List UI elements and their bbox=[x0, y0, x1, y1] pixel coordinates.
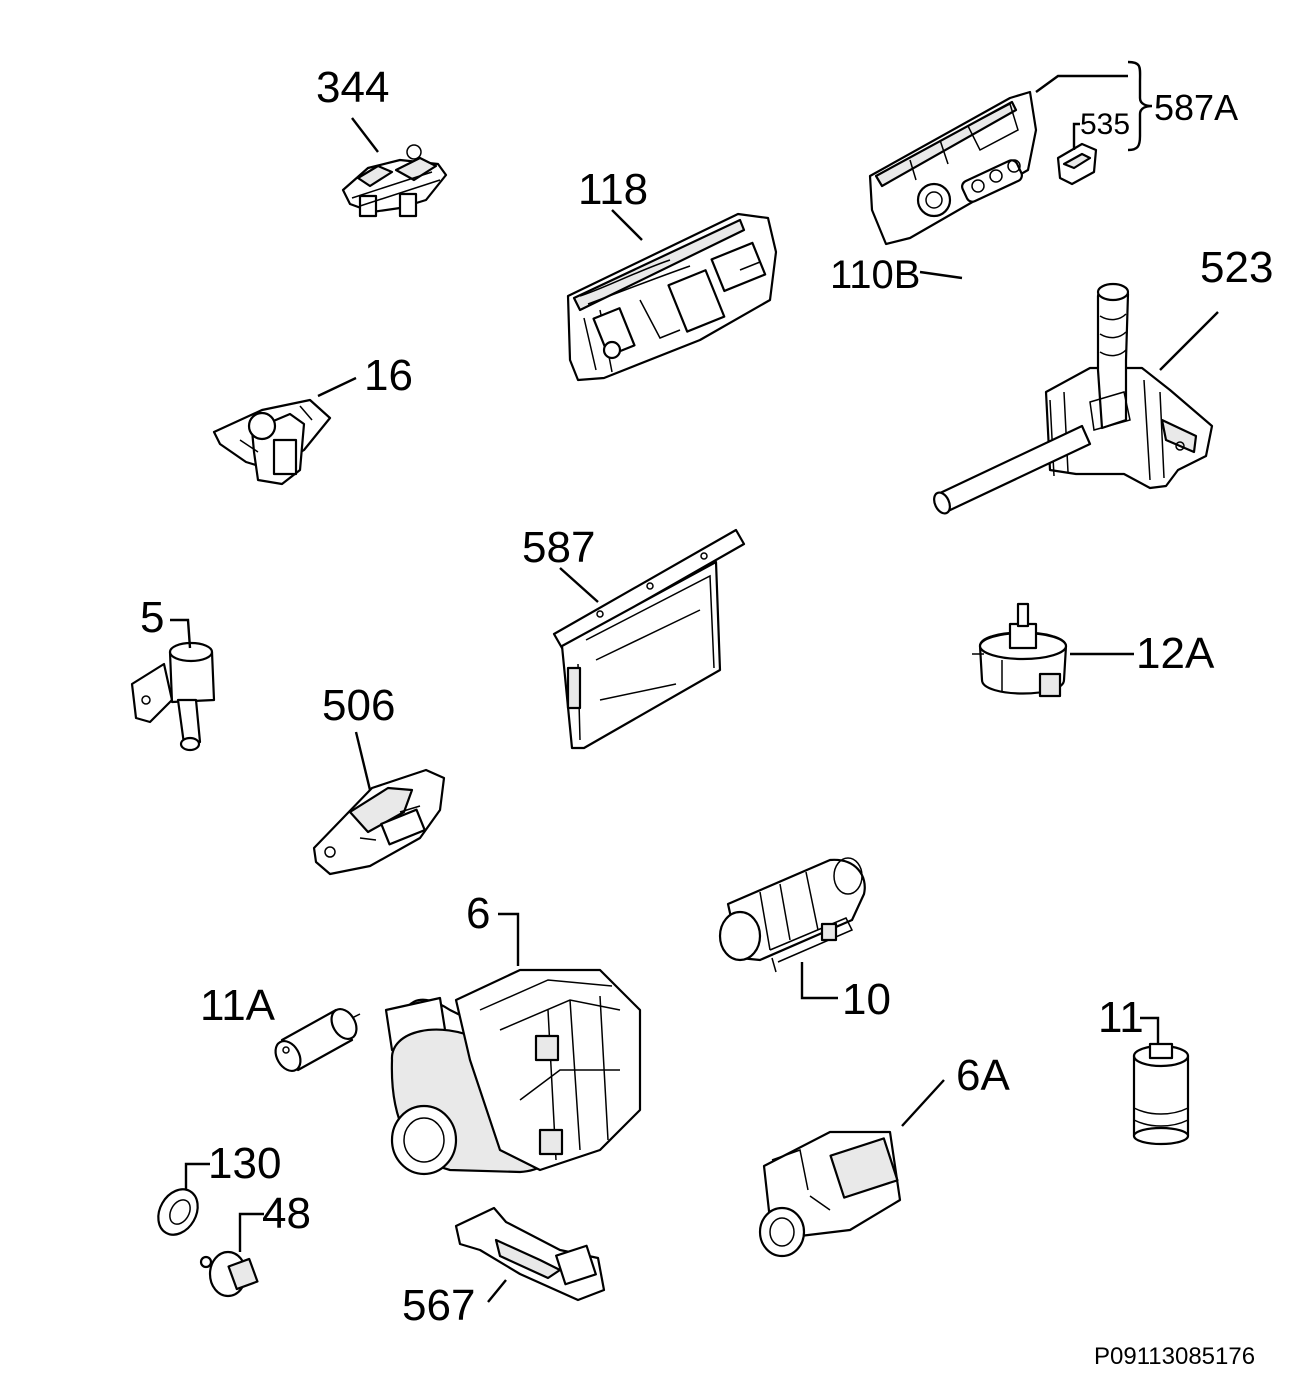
leader-523 bbox=[1159, 311, 1219, 371]
leader-567 bbox=[487, 1279, 507, 1303]
part-6-motor-pump[interactable] bbox=[384, 968, 642, 1176]
label-11A: 11A bbox=[200, 981, 276, 1030]
label-10: 10 bbox=[842, 975, 891, 1024]
part-130-seal[interactable] bbox=[150, 1182, 205, 1242]
label-587: 587 bbox=[522, 523, 595, 572]
part-523-housing[interactable] bbox=[1044, 282, 1214, 490]
leader-535 bbox=[1072, 122, 1080, 150]
part-118[interactable] bbox=[566, 212, 778, 382]
label-48: 48 bbox=[262, 1189, 311, 1238]
part-110B-tube[interactable] bbox=[931, 424, 1092, 516]
leader-10 bbox=[800, 962, 838, 1000]
leader-11 bbox=[1140, 1016, 1160, 1044]
label-110B: 110B bbox=[830, 253, 920, 297]
label-130: 130 bbox=[208, 1139, 281, 1188]
part-587-bracket[interactable] bbox=[552, 528, 746, 750]
leader-48 bbox=[238, 1212, 264, 1252]
part-11A-capacitor[interactable] bbox=[270, 1005, 361, 1076]
part-12A-pressure-switch[interactable] bbox=[972, 602, 1068, 698]
part-587A-panel[interactable] bbox=[868, 90, 1038, 246]
label-12A: 12A bbox=[1136, 629, 1215, 678]
label-535: 535 bbox=[1080, 108, 1130, 141]
leader-110B bbox=[919, 270, 963, 280]
leader-118 bbox=[611, 209, 643, 241]
part-6A-drain-pump[interactable] bbox=[758, 1130, 902, 1258]
label-5: 5 bbox=[140, 593, 164, 642]
part-11-capacitor[interactable] bbox=[1132, 1042, 1190, 1146]
leader-6A bbox=[901, 1079, 945, 1127]
leader-5 bbox=[170, 618, 192, 649]
label-6: 6 bbox=[466, 889, 490, 938]
leader-587 bbox=[559, 567, 599, 603]
part-48[interactable] bbox=[199, 1250, 259, 1298]
leader-506 bbox=[354, 731, 372, 791]
brace-587A bbox=[1127, 60, 1153, 152]
part-16[interactable] bbox=[212, 398, 332, 486]
label-11: 11 bbox=[1098, 993, 1144, 1042]
label-567: 567 bbox=[402, 1281, 475, 1330]
part-5-valve[interactable] bbox=[130, 641, 216, 752]
leader-6 bbox=[498, 912, 520, 966]
label-344: 344 bbox=[316, 63, 389, 112]
part-344[interactable] bbox=[341, 144, 448, 218]
label-6A: 6A bbox=[956, 1051, 1010, 1100]
part-567-bracket[interactable] bbox=[454, 1206, 606, 1302]
drawing-code: P09113085176 bbox=[1094, 1343, 1255, 1370]
leader-16 bbox=[317, 376, 357, 398]
label-118: 118 bbox=[578, 165, 648, 214]
part-535-connector[interactable] bbox=[1056, 142, 1098, 186]
leader-587A bbox=[1035, 74, 1128, 93]
label-523: 523 bbox=[1200, 243, 1273, 292]
label-587A: 587A bbox=[1154, 87, 1238, 128]
label-16: 16 bbox=[364, 351, 413, 400]
part-506[interactable] bbox=[312, 768, 446, 876]
label-506: 506 bbox=[322, 681, 395, 730]
part-10-heater[interactable] bbox=[718, 857, 866, 973]
leader-130 bbox=[184, 1162, 210, 1190]
leader-344 bbox=[351, 117, 379, 153]
